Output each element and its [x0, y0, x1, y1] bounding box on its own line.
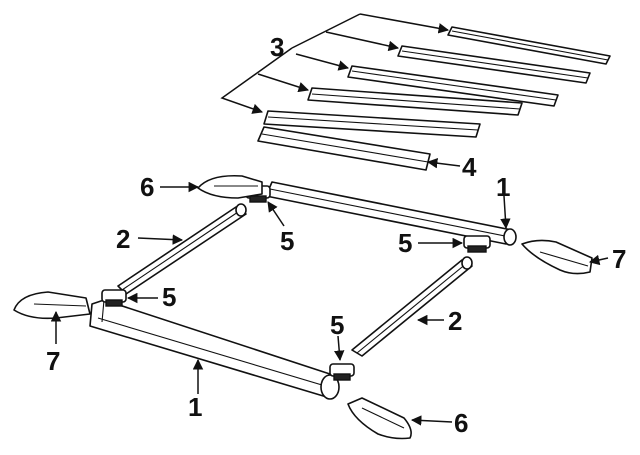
bracket-clip-upper-right: [463, 235, 491, 253]
callout-5-lower-right: 5: [330, 310, 344, 340]
callout-2-left: 2: [116, 224, 130, 254]
leader-5-upper-left: [267, 201, 285, 227]
rail-foot-right: [521, 239, 593, 275]
rail-foot-left: [13, 291, 91, 320]
end-cap-upper: [197, 174, 263, 199]
leader-6-lower: [410, 415, 453, 426]
roof-slat: [307, 87, 523, 116]
leader-3: [220, 13, 450, 114]
callout-4: 4: [462, 152, 477, 182]
callout-1-front: 1: [188, 392, 202, 422]
callout-5-upper-right: 5: [398, 228, 412, 258]
callout-7-right: 7: [612, 244, 626, 274]
leader-2-left: [137, 234, 184, 245]
callout-5-upper-left: 5: [280, 226, 294, 256]
roof-slat: [263, 110, 481, 138]
callout-5-lower-left: 5: [162, 282, 176, 312]
callout-3: 3: [270, 32, 284, 62]
roof-slat-group: [263, 26, 611, 138]
callout-6-lower: 6: [454, 408, 468, 438]
end-cap-lower: [347, 397, 412, 440]
cross-bar-left: [117, 203, 247, 295]
bracket-clip-lower-left: [101, 289, 127, 307]
side-rail-front: [89, 299, 340, 400]
leader-1-rear: [500, 195, 511, 230]
callout-1-rear: 1: [496, 172, 510, 202]
leader-4: [426, 157, 461, 169]
cross-bar-right: [351, 256, 473, 357]
roof-slat: [397, 45, 591, 84]
bracket-clip-lower-right: [329, 363, 355, 381]
callout-6-upper: 6: [140, 172, 154, 202]
callout-7-left: 7: [46, 346, 60, 376]
roof-slat: [347, 65, 559, 107]
callout-2-right: 2: [448, 306, 462, 336]
roof-slat: [447, 26, 611, 65]
slat-part-4: [257, 126, 431, 171]
leader-5-lower-right: [333, 335, 345, 362]
leader-7-right: [588, 254, 609, 266]
